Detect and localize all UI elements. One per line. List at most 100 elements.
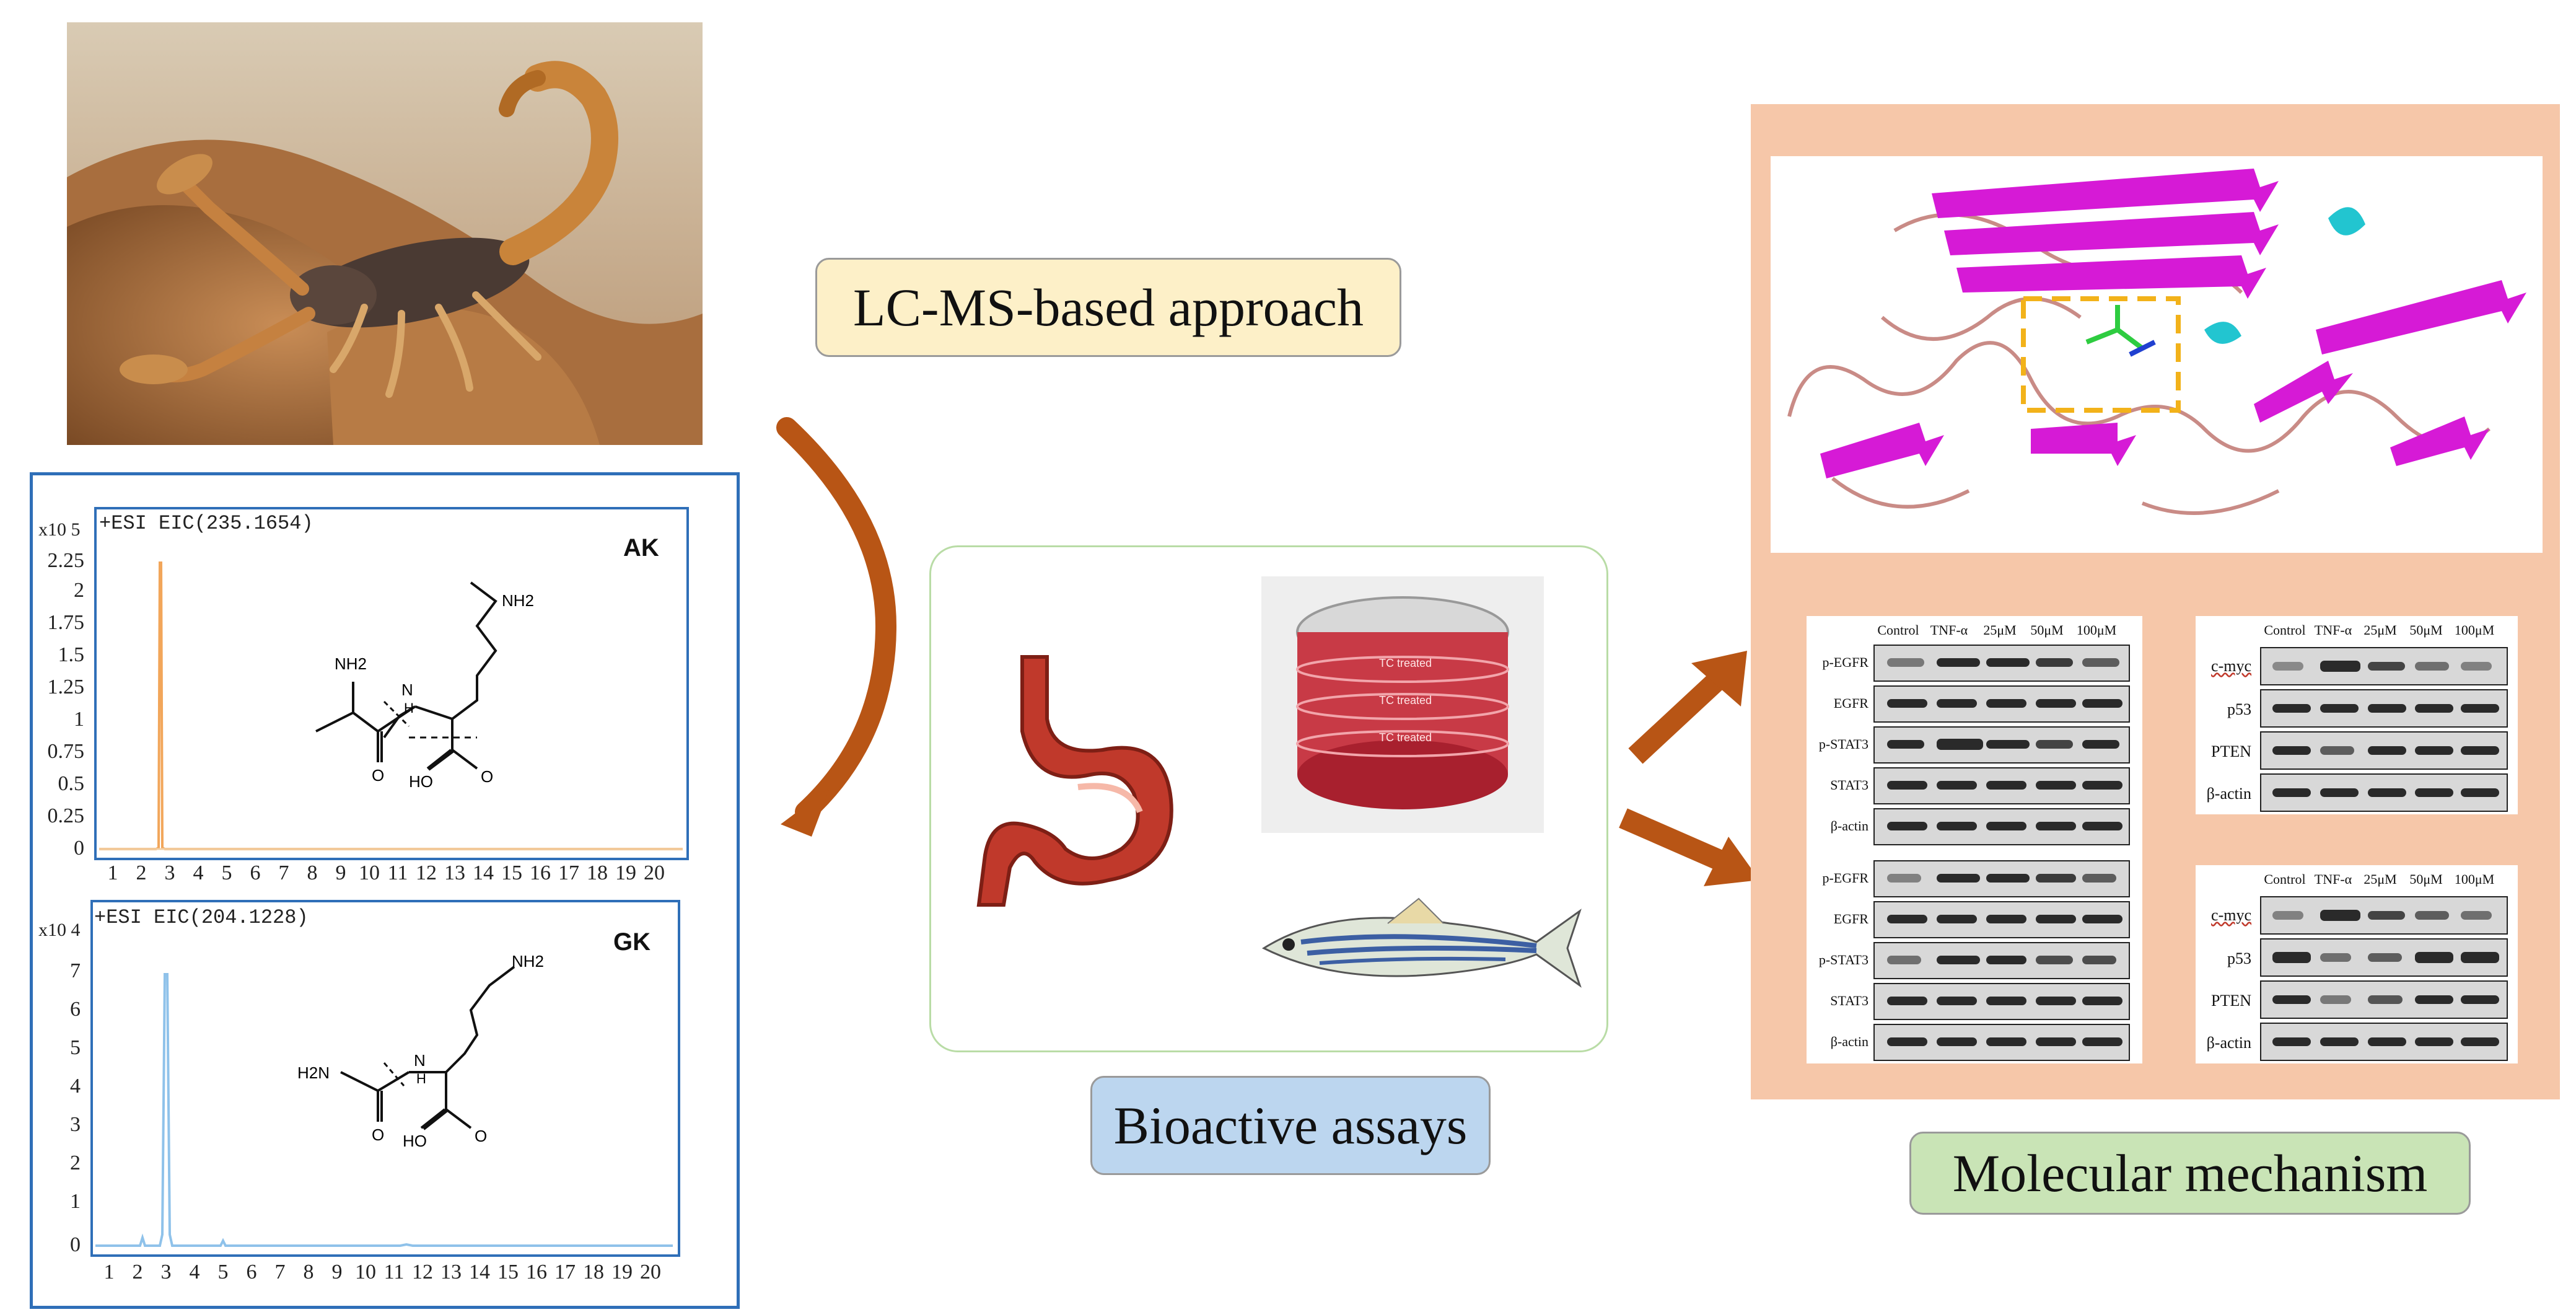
wb-col-header: TNF-α bbox=[2314, 622, 2352, 638]
wb-row-label: p53 bbox=[2227, 700, 2251, 718]
gk-x-tick: 9 bbox=[331, 1261, 343, 1283]
ak-x-tick: 6 bbox=[250, 861, 261, 884]
petri-dish-photo: TC treated TC treated TC treated bbox=[1261, 576, 1544, 833]
gk-o1-label: O bbox=[372, 1125, 384, 1144]
ak-x-tick: 17 bbox=[558, 861, 579, 884]
wb-col-header: Control bbox=[1877, 622, 1919, 638]
ak-x-tick: 7 bbox=[278, 861, 289, 884]
protein-ribbon-illustration bbox=[1787, 169, 2526, 515]
ak-eic-label: +ESI EIC(235.1654) bbox=[99, 512, 313, 535]
ak-magnitude: x10 5 bbox=[38, 519, 81, 540]
wb-strip bbox=[2260, 689, 2508, 728]
wb-row-label: β-actin bbox=[2206, 1034, 2251, 1052]
ak-x-tick: 4 bbox=[193, 861, 204, 884]
wb-strip bbox=[1873, 645, 2130, 682]
wb-strip bbox=[1873, 942, 2130, 979]
wb-strip bbox=[2260, 980, 2508, 1019]
wb-col-header: 25μM bbox=[2364, 871, 2397, 887]
ak-x-tick: 10 bbox=[359, 861, 380, 884]
wb-strip bbox=[2260, 773, 2508, 812]
wb-row-label: β-actin bbox=[1830, 818, 1868, 834]
lcms-approach-label: LC-MS-based approach bbox=[815, 258, 1401, 357]
gk-x-tick: 1 bbox=[103, 1261, 115, 1283]
wb-strip bbox=[1873, 1024, 2130, 1061]
gk-y-tick: 6 bbox=[70, 998, 81, 1021]
gk-x-tick: 18 bbox=[583, 1261, 604, 1283]
gk-x-tick: 4 bbox=[189, 1261, 200, 1283]
ak-nh2-left-label: NH2 bbox=[335, 654, 367, 673]
gk-h-label: H bbox=[416, 1071, 426, 1086]
western-blot-cmyc-top: Control TNF-α 25μM 50μM 100μM c-myc p53 … bbox=[2196, 616, 2518, 814]
wb-strip bbox=[2260, 1023, 2508, 1061]
gk-structure: NH2 H2N N H HO O O bbox=[297, 952, 544, 1150]
protein-structure bbox=[1771, 156, 2543, 553]
ak-x-tick: 13 bbox=[444, 861, 465, 884]
wb-strip bbox=[1873, 767, 2130, 804]
gk-trace bbox=[95, 973, 673, 1247]
gk-nh2-label: NH2 bbox=[512, 952, 544, 971]
gk-x-tick: 17 bbox=[554, 1261, 576, 1283]
ak-y-tick: 0.25 bbox=[47, 804, 85, 827]
wb-strip bbox=[1873, 983, 2130, 1020]
gk-y-tick: 0 bbox=[70, 1233, 81, 1256]
curved-arrow-icon bbox=[776, 417, 897, 837]
ak-x-tick: 1 bbox=[107, 861, 118, 884]
ak-o1-label: O bbox=[372, 766, 384, 785]
gk-magnitude: x10 4 bbox=[38, 920, 81, 940]
wb-row-label: STAT3 bbox=[1830, 777, 1868, 793]
ak-y-tick: 1 bbox=[74, 708, 84, 731]
gk-y-tick: 5 bbox=[70, 1036, 81, 1059]
gk-y-tick: 1 bbox=[70, 1190, 81, 1213]
wb-row-label: p-EGFR bbox=[1822, 654, 1868, 670]
wb-col-header: 100μM bbox=[2076, 622, 2117, 638]
arrow-down-right-icon bbox=[1619, 808, 1759, 886]
ak-y-tick: 0 bbox=[74, 837, 84, 860]
wb-row-label: EGFR bbox=[1833, 911, 1868, 927]
gk-x-tick: 19 bbox=[611, 1261, 633, 1283]
western-blot-cmyc-bottom: Control TNF-α 25μM 50μM 100μM c-myc p53 … bbox=[2196, 865, 2518, 1063]
wb-col-header: 25μM bbox=[1983, 622, 2017, 638]
ak-x-tick: 8 bbox=[307, 861, 318, 884]
ak-oh-label: HO bbox=[409, 772, 433, 791]
gk-y-tick: 4 bbox=[70, 1075, 81, 1098]
gk-x-tick: 8 bbox=[303, 1261, 314, 1283]
wb-row-label: PTEN bbox=[2211, 742, 2251, 760]
gk-nh-label: N bbox=[414, 1051, 426, 1070]
gk-y-tick: 2 bbox=[70, 1151, 81, 1174]
wb-col-header: TNF-α bbox=[1930, 622, 1968, 638]
ak-x-tick: 18 bbox=[587, 861, 608, 884]
ak-x-tick: 5 bbox=[221, 861, 232, 884]
gk-o2-label: O bbox=[475, 1127, 487, 1145]
wb-col-header: TNF-α bbox=[2314, 871, 2352, 887]
wb-col-header: 25μM bbox=[2364, 622, 2397, 638]
ak-x-tick: 11 bbox=[387, 861, 408, 884]
ak-x-tick: 15 bbox=[501, 861, 522, 884]
wb-strip bbox=[2260, 731, 2508, 770]
ak-x-tick: 9 bbox=[335, 861, 346, 884]
wb-col-header: Control bbox=[2264, 622, 2306, 638]
ak-x-tick: 3 bbox=[164, 861, 175, 884]
arrow-up-right-icon bbox=[1628, 651, 1747, 764]
gk-x-tick: 14 bbox=[469, 1261, 490, 1283]
gk-eic-label: +ESI EIC(204.1228) bbox=[94, 906, 309, 929]
ak-y-tick: 0.75 bbox=[47, 740, 85, 763]
wb-strip bbox=[2260, 647, 2508, 685]
ak-y-tick: 1.25 bbox=[47, 676, 85, 698]
wb-col-header: 100μM bbox=[2454, 622, 2495, 638]
gk-x-tick: 13 bbox=[440, 1261, 462, 1283]
western-blot-egfr-top: Control TNF-α 25μM 50μM 100μM p-EGFR EGF… bbox=[1807, 616, 2142, 855]
gk-x-tick: 3 bbox=[160, 1261, 172, 1283]
gk-x-tick: 11 bbox=[383, 1261, 405, 1283]
ak-x-tick: 14 bbox=[473, 861, 494, 884]
wb-row-label: c-myc bbox=[2211, 906, 2251, 924]
ak-y-tick: 2.25 bbox=[47, 549, 85, 572]
ak-trace bbox=[99, 561, 683, 850]
zebrafish-icon bbox=[1261, 897, 1582, 988]
ak-compound-label: AK bbox=[623, 534, 659, 561]
stomach-icon bbox=[976, 655, 1173, 907]
wb-strip bbox=[1873, 685, 2130, 723]
gk-x-tick: 6 bbox=[246, 1261, 257, 1283]
wb-row-label: β-actin bbox=[2206, 785, 2251, 803]
gk-x-tick: 16 bbox=[526, 1261, 547, 1283]
petri-dishes-icon: TC treated TC treated TC treated bbox=[1296, 596, 1509, 809]
